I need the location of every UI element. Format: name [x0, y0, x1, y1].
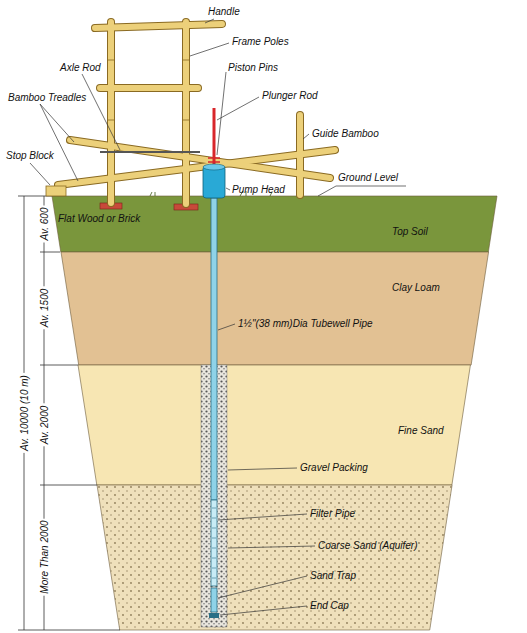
part-label: Sand Trap [310, 570, 356, 581]
stop-block [46, 186, 66, 196]
plunger-rod [213, 108, 216, 168]
dimension-label: Av. 1500 [39, 287, 50, 330]
part-label: Piston Pins [228, 62, 278, 73]
filter-pipe [211, 500, 217, 586]
leader-lines [30, 19, 406, 615]
part-label: Gravel Packing [300, 462, 368, 473]
band-fill [78, 365, 470, 485]
soil-layer-band: Fine Sand [78, 365, 470, 485]
dimension-label: More Than 2000 [39, 518, 50, 595]
pump-head [203, 166, 225, 198]
part-label: Stop Block [6, 150, 54, 161]
part-label: Flat Wood or Brick [58, 213, 140, 224]
part-label: Guide Bamboo [312, 128, 379, 139]
band-fill [61, 252, 489, 365]
part-label: Frame Poles [232, 36, 289, 47]
dimension-lines [18, 196, 120, 630]
dimension-tick [40, 485, 97, 486]
bamboo-frame [58, 22, 335, 204]
dimension-label: Av. 10000 (10 m) [19, 373, 30, 453]
band-shape [61, 252, 489, 365]
filter-slots [212, 508, 216, 578]
axle-rod [100, 151, 200, 153]
end-cap [209, 613, 219, 618]
dimension-tick [40, 365, 78, 366]
soil-layer-band: Clay Loam [61, 252, 489, 365]
part-label: Plunger Rod [262, 90, 318, 101]
dimension-tick [18, 630, 120, 631]
piston-pins [208, 158, 220, 162]
part-label: Bamboo Treadles [8, 92, 86, 103]
dimension-label: Av. 2000 [39, 404, 50, 447]
band-fill [52, 196, 497, 252]
sand-trap [211, 588, 217, 612]
layer-name: Fine Sand [398, 425, 444, 437]
dimension-tick [40, 252, 60, 253]
band-fill [97, 485, 452, 630]
band-shape [97, 485, 452, 630]
dimension-label: Av. 600 [39, 206, 50, 243]
part-label: Ground Level [338, 172, 398, 183]
tubewell-pipe [211, 198, 217, 500]
part-label: End Cap [310, 600, 349, 611]
part-label: 1½"(38 mm)Dia Tubewell Pipe [238, 318, 373, 329]
layer-name: Clay Loam [392, 282, 440, 294]
layer-name: Top Soil [392, 226, 428, 238]
sand-texture [97, 485, 452, 630]
soil-layer-band: Coarse Sand (Aquifer) [97, 485, 452, 630]
layer-name: Coarse Sand (Aquifer) [318, 540, 418, 552]
part-label: Pump Head [232, 184, 285, 195]
part-label: Filter Pipe [310, 508, 355, 519]
part-label: Axle Rod [60, 62, 101, 73]
part-label: Handle [208, 6, 240, 17]
pump-head-top [203, 164, 225, 170]
